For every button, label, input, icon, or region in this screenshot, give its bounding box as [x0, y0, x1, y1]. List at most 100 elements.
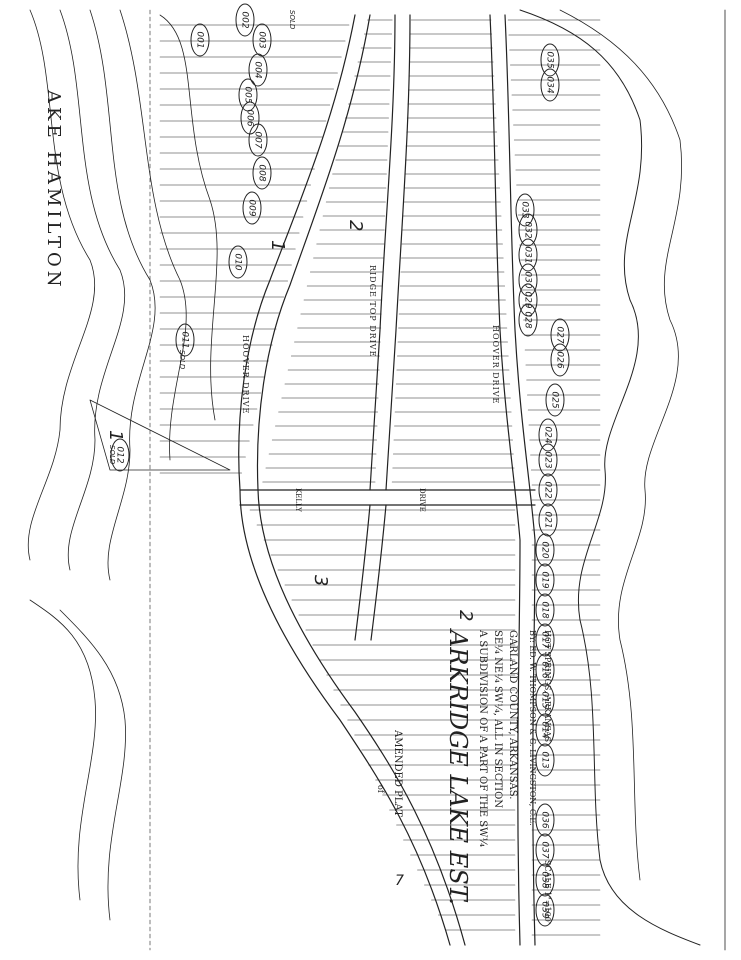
title-line-5: HOT SPRINGS, ARKANSAS — [543, 630, 552, 742]
lot-oval — [518, 238, 538, 272]
lot-oval — [252, 156, 272, 190]
lot-oval — [235, 3, 255, 37]
lot-number: 014 — [540, 721, 550, 738]
lot-number: 013 — [540, 751, 550, 768]
lot-oval — [538, 473, 558, 507]
lot-number: 008 — [257, 164, 267, 181]
lot-number: 037 — [540, 841, 550, 858]
lot-number: 032 — [523, 221, 533, 238]
lot-number: 035 — [545, 51, 555, 68]
lot-number: 007 — [253, 131, 263, 148]
plat-of-label: of — [376, 785, 385, 794]
block-number: 1 — [267, 240, 288, 251]
sold-label-lower: SOLD — [108, 445, 116, 465]
lot-number: 002 — [240, 11, 250, 28]
lot-oval — [535, 893, 555, 927]
right-contour — [559, 9, 682, 881]
lot-oval — [242, 191, 262, 225]
lot-number: 009 — [247, 199, 257, 216]
title-line-3: GARLAND COUNTY, ARKANSAS. — [507, 630, 518, 799]
lot-number: 033 — [520, 201, 530, 218]
lot-oval — [540, 43, 560, 77]
lot-number: 026 — [555, 351, 565, 368]
lot-number: 031 — [523, 246, 533, 263]
lot-oval — [518, 263, 538, 297]
lot-number: 036 — [540, 811, 550, 828]
lot-number: 020 — [540, 541, 550, 558]
lot-number: 021 — [543, 511, 553, 528]
peninsula-lot — [89, 399, 231, 471]
right-shoreline — [519, 9, 701, 946]
lot-oval — [518, 303, 538, 337]
lot-number: 018 — [540, 601, 550, 618]
lot-number: 015 — [540, 691, 550, 708]
lot-oval — [240, 101, 260, 135]
title-line-2: SE¼ NE¼ SW¼, ALL IN SECTION — [492, 630, 503, 808]
lot-oval — [538, 443, 558, 477]
lot-oval — [535, 533, 555, 567]
lot-number: 006 — [245, 109, 255, 126]
block-number: 3 — [310, 575, 331, 586]
block-number: 1 — [105, 430, 126, 441]
lot-oval — [518, 283, 538, 317]
hoover-label-lower: HOOVER DRIVE — [241, 335, 250, 414]
lot-oval — [540, 68, 560, 102]
ridge-top-label: RIDGE TOP DRIVE — [368, 265, 377, 357]
lot-lines-lower — [249, 509, 516, 931]
lot-number: 016 — [540, 661, 550, 678]
lot-oval — [252, 23, 272, 57]
lot-oval — [550, 343, 570, 377]
lot-oval — [228, 245, 248, 279]
lot-oval — [518, 213, 538, 247]
lake-contours — [27, 9, 218, 921]
block-numbers: 1 2 3 1 2 — [105, 220, 476, 621]
lot-number: 005 — [243, 86, 253, 103]
lot-oval — [535, 653, 555, 687]
amended-plat-label: AMENDED PLAT — [392, 729, 403, 817]
marker-seven: 7 — [395, 873, 404, 889]
hoover-label-upper: HOOVER DRIVE — [491, 325, 500, 404]
lot-oval — [535, 863, 555, 897]
lot-number: 027 — [555, 326, 565, 343]
lot-number: 003 — [257, 31, 267, 48]
lot-number: 011 — [180, 331, 190, 348]
lot-oval — [535, 593, 555, 627]
block-number: 2 — [455, 610, 476, 621]
lot-oval — [545, 383, 565, 417]
lot-number: 012 — [115, 446, 125, 463]
lot-lines-right — [507, 19, 601, 936]
lot-number: 010 — [233, 253, 243, 270]
lot-oval — [515, 193, 535, 227]
lot-lines-left — [159, 24, 350, 474]
lot-oval — [190, 23, 210, 57]
lot-oval — [110, 438, 130, 472]
lot-oval — [238, 78, 258, 112]
lot-number: 004 — [253, 61, 263, 78]
lot-oval — [535, 683, 555, 717]
lot-lines-middle — [262, 19, 516, 483]
lot-oval — [535, 743, 555, 777]
title-line-4: BY: ED. W. THOMPSON & G. LIVINGSTON, C.E… — [528, 630, 537, 826]
kelly-drive-label: DRIVE — [418, 488, 426, 512]
lot-number: 017 — [540, 631, 550, 648]
lot-oval — [535, 713, 555, 747]
roads — [238, 14, 536, 946]
lot-number: 001 — [195, 31, 205, 48]
lot-number: 029 — [523, 291, 533, 308]
lot-oval — [538, 503, 558, 537]
lot-number: 022 — [543, 481, 553, 498]
title-line-1: A SUBDIVISION OF A PART OF THE SW¼ — [477, 629, 488, 847]
lot-number: 034 — [545, 76, 555, 93]
lot-number: 023 — [543, 451, 553, 468]
lot-oval — [535, 803, 555, 837]
lot-number: 038 — [540, 871, 550, 888]
lot-oval — [535, 833, 555, 867]
lot-number: 028 — [523, 311, 533, 328]
lot-number: 019 — [540, 571, 550, 588]
kelly-label: KELLY — [294, 488, 302, 512]
lot-oval — [535, 563, 555, 597]
lot-number: 024 — [543, 426, 553, 443]
block-number: 2 — [345, 220, 366, 231]
